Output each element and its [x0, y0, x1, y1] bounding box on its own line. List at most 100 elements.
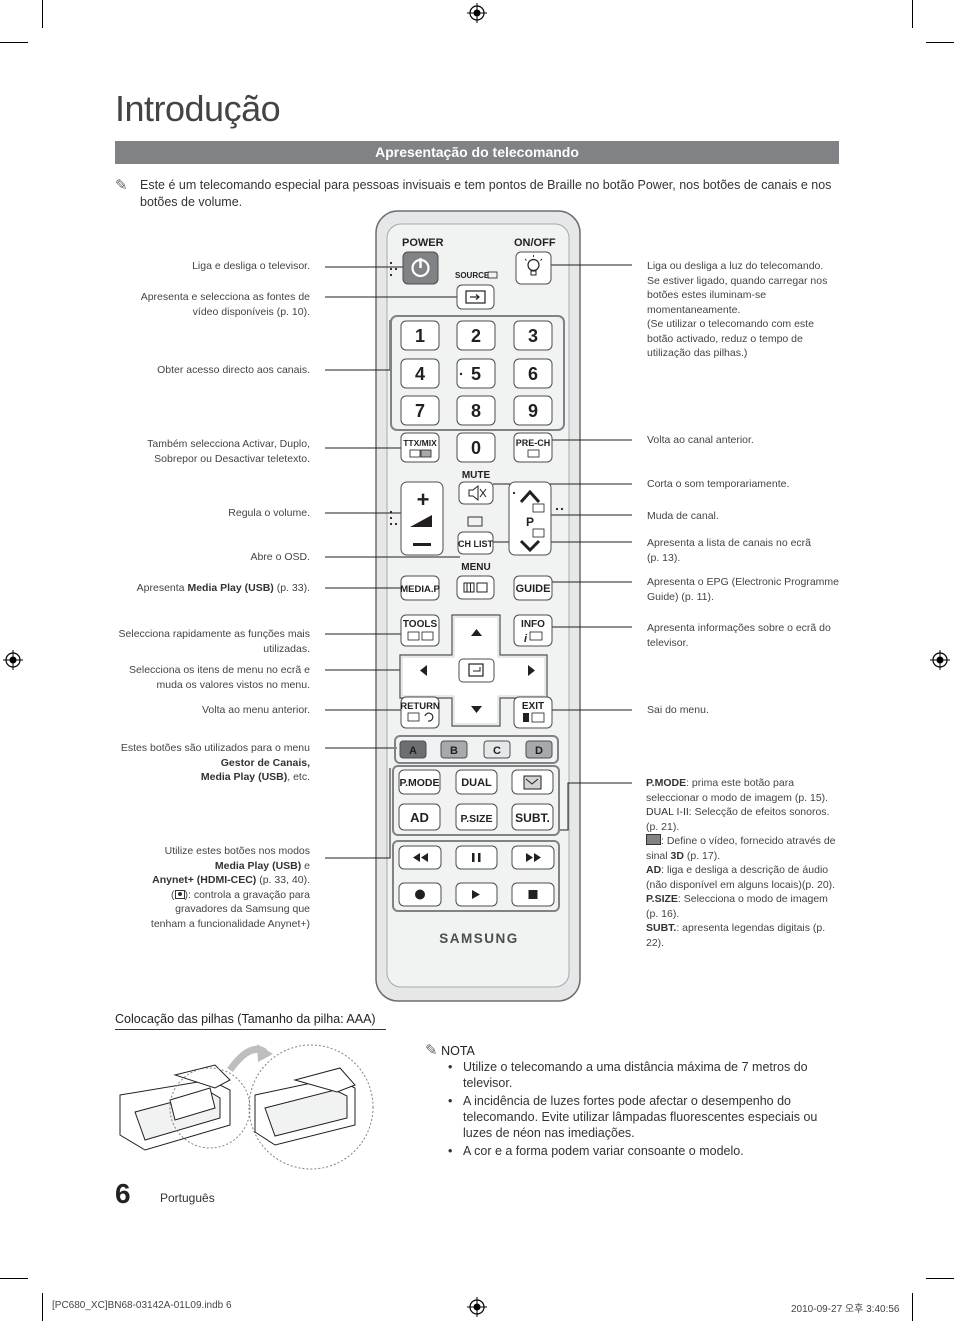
section-title: Apresentação do telecomando — [115, 141, 839, 164]
menu-button[interactable] — [456, 575, 495, 600]
volume-down-icon — [413, 543, 431, 546]
channel-up-icon — [519, 489, 541, 504]
subt-desc-bold: SUBT. — [646, 922, 677, 934]
mediap-desc-post: (p. 33). — [273, 582, 310, 594]
guide-button[interactable]: GUIDE — [513, 575, 553, 601]
tools-button[interactable]: TOOLS — [400, 614, 440, 647]
ttx-description: Também selecciona Activar, Duplo, Sobrep… — [147, 438, 310, 465]
exit-button[interactable]: EXIT — [513, 696, 553, 729]
navigation-pad[interactable] — [399, 614, 548, 727]
dual-desc: : Selecção de efeitos sonoros. (p. 21). — [646, 806, 830, 833]
function-buttons[interactable]: P.MODE DUAL AD P.SIZE SUBT. — [398, 769, 554, 831]
page-language: Português — [160, 1191, 215, 1205]
onoff-light-button[interactable] — [515, 251, 552, 285]
brand-logo: SAMSUNG — [439, 931, 519, 946]
fast-forward-icon — [526, 853, 533, 862]
media-p-button[interactable]: MEDIA.P — [400, 575, 440, 601]
channel-description: Muda de canal. — [647, 510, 719, 522]
braille-dots — [389, 261, 398, 277]
ad-label: AD — [410, 810, 429, 825]
mediap-label: MEDIA.P — [400, 584, 440, 595]
source-button[interactable] — [456, 284, 495, 310]
footer-file-info: [PC680_XC]BN68-03142A-01L09.indb 6 — [52, 1300, 232, 1311]
psize-desc-bold: P.SIZE — [646, 893, 678, 905]
prech-label: PRE-CH — [516, 438, 551, 448]
mediap-desc-bold: Media Play (USB) — [187, 582, 274, 594]
digit-7-label: 7 — [415, 401, 425, 421]
crop-mark — [912, 1293, 913, 1321]
colors-desc-pre: Estes botões são utilizados para o menu — [120, 742, 310, 754]
onoff-description: Liga ou desliga a luz do telecomando. Se… — [647, 259, 829, 361]
volume-rocker[interactable]: + — [400, 481, 444, 556]
page-number: 6 — [115, 1178, 131, 1209]
pre-ch-button[interactable]: PRE-CH — [513, 432, 553, 463]
digit-5-label: 5 — [471, 364, 481, 384]
exit-label: EXIT — [522, 701, 544, 712]
digit-6-label: 6 — [528, 364, 538, 384]
remote-control-illustration: POWER ON/OFF SOURCE 1 2 3 4 — [325, 210, 632, 1002]
info-i-icon: i — [524, 633, 528, 645]
return-button[interactable]: RETURN — [400, 696, 440, 729]
registration-mark-icon — [467, 3, 487, 23]
power-button[interactable] — [402, 251, 439, 285]
crop-mark — [42, 0, 43, 28]
tools-label: TOOLS — [403, 619, 438, 630]
record-icon — [415, 889, 425, 900]
list-item: Utilize o telecomando a uma distância má… — [448, 1059, 843, 1091]
3d-small-icon — [646, 834, 661, 845]
color-buttons[interactable]: A B C D — [399, 740, 553, 759]
onoff-label: ON/OFF — [514, 237, 556, 249]
mediap-desc-pre: Apresenta — [136, 582, 188, 594]
color-c-label: C — [493, 745, 501, 757]
ttx-label: TTX/MIX — [403, 438, 437, 448]
registration-mark-icon — [930, 650, 950, 670]
pmode-desc: : prima este botão para seleccionar o mo… — [646, 777, 829, 804]
playback-desc-bold1: Media Play (USB) — [214, 859, 302, 872]
digit-0-label: 0 — [471, 438, 481, 458]
onoff-desc-1: Liga ou desliga a luz do telecomando. Se… — [647, 260, 828, 316]
footer-timestamp: 2010-09-27 오후 3:40:56 — [791, 1304, 900, 1315]
mute-button[interactable] — [458, 481, 494, 505]
menu-label: MENU — [461, 562, 490, 573]
digit-2-label: 2 — [471, 326, 481, 346]
playback-description: Utilize estes botões nos modos Media Pla… — [80, 844, 310, 931]
subt-desc: : apresenta legendas digitais (p. 22). — [646, 922, 826, 949]
pmode-label: P.MODE — [399, 777, 439, 789]
colors-description: Estes botões são utilizados para o menu … — [80, 741, 310, 785]
page-title: Introdução — [115, 88, 281, 129]
digit-3-label: 3 — [528, 326, 538, 346]
record-small-icon — [174, 889, 185, 899]
guide-label: GUIDE — [516, 583, 551, 595]
digit-4-label: 4 — [415, 364, 425, 384]
ttx-small-icon — [467, 516, 483, 527]
psize-label: P.SIZE — [461, 813, 493, 825]
ttx-mix-button[interactable]: TTX/MIX — [400, 432, 440, 463]
playback-desc-post1: (p. 33, 40). — [256, 874, 310, 886]
threed-desc: : Define o vídeo, fornecido através de s… — [646, 835, 836, 862]
channel-down-icon — [519, 539, 541, 553]
playback-buttons[interactable] — [398, 845, 555, 907]
digit-buttons[interactable]: 1 2 3 4 5 6 7 8 9 0 — [400, 320, 553, 463]
pmode-desc-bold: P.MODE — [646, 777, 687, 789]
crop-mark — [912, 0, 913, 28]
play-icon — [472, 890, 480, 899]
color-b-label: B — [450, 745, 458, 757]
battery-section-title: Colocação das pilhas (Tamanho da pilha: … — [115, 1012, 386, 1030]
info-button[interactable]: INFO i — [513, 614, 553, 647]
ch-list-button[interactable]: CH LIST — [457, 531, 494, 555]
channel-rocker[interactable]: P — [508, 481, 552, 556]
return-description: Volta ao menu anterior. — [202, 704, 310, 716]
menu-description: Abre o OSD. — [250, 551, 310, 563]
info-label: INFO — [521, 619, 545, 630]
digits-description: Obter acesso directo aos canais. — [157, 364, 310, 376]
intro-text: Este é um telecomando especial para pess… — [140, 178, 832, 209]
colors-desc-bold2: Media Play (USB) — [200, 771, 288, 783]
return-label: RETURN — [400, 701, 440, 712]
power-description: Liga e desliga o televisor. — [192, 260, 310, 272]
chlist-description: Apresenta a lista de canais no ecrã (p. … — [647, 537, 812, 564]
color-d-label: D — [535, 745, 543, 757]
guide-description: Apresenta o EPG (Electronic Programme Gu… — [647, 576, 839, 603]
threed-desc-bold: 3D — [670, 849, 684, 862]
playback-desc-mid: e — [301, 859, 310, 872]
pencil-note-icon: ✎ — [115, 177, 128, 194]
